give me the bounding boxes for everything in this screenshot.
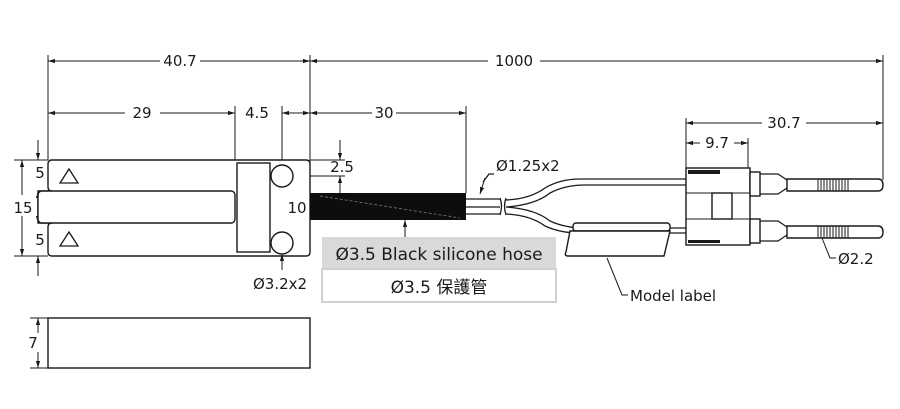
black-silicone-hose xyxy=(310,193,466,237)
dim-2-5: 2.5 xyxy=(330,158,354,176)
hose-label-chinese: Ø3.5 保護管 xyxy=(391,278,488,298)
pin-diameter-callout: Ø2.2 xyxy=(838,250,874,268)
sensor-side-view xyxy=(47,317,311,369)
mount-hole-bottom xyxy=(270,231,294,255)
dim-29: 29 xyxy=(132,104,151,122)
dim-30: 30 xyxy=(374,104,393,122)
dimension-lines xyxy=(19,58,883,369)
wire-diameter-callout: Ø1.25x2 xyxy=(496,157,560,175)
dim-15: 15 xyxy=(13,199,32,217)
model-label-tag xyxy=(564,222,671,296)
dim-10: 10 xyxy=(287,199,306,217)
clip-block xyxy=(236,162,271,253)
dim-1000: 1000 xyxy=(495,52,533,70)
dim-5-bottom: 5 xyxy=(35,231,45,249)
hose-label-box: Ø3.5 Black silicone hose Ø3.5 保護管 xyxy=(321,237,557,303)
pin-top xyxy=(786,178,884,192)
dim-7: 7 xyxy=(28,334,38,352)
dim-4-5: 4.5 xyxy=(245,104,269,122)
model-label-callout: Model label xyxy=(630,287,716,305)
warning-triangle-icon xyxy=(58,230,80,247)
dim-9-7: 9.7 xyxy=(705,134,729,152)
sensor-body-top-view xyxy=(37,159,311,257)
dim-30-7: 30.7 xyxy=(767,114,800,132)
dim-5-top: 5 xyxy=(35,164,45,182)
mount-hole-top xyxy=(270,164,294,188)
pin-bottom xyxy=(786,225,884,239)
hose-label-english: Ø3.5 Black silicone hose xyxy=(335,245,542,265)
dimension-labels: 40.7 1000 29 4.5 30 2.5 10 15 5 5 7 30.7… xyxy=(13,52,873,352)
center-slot xyxy=(37,190,236,224)
hole-diameter-callout: Ø3.2x2 xyxy=(253,275,307,293)
connector xyxy=(685,167,884,259)
dim-40-7: 40.7 xyxy=(163,52,196,70)
warning-triangle-icon xyxy=(58,167,80,184)
